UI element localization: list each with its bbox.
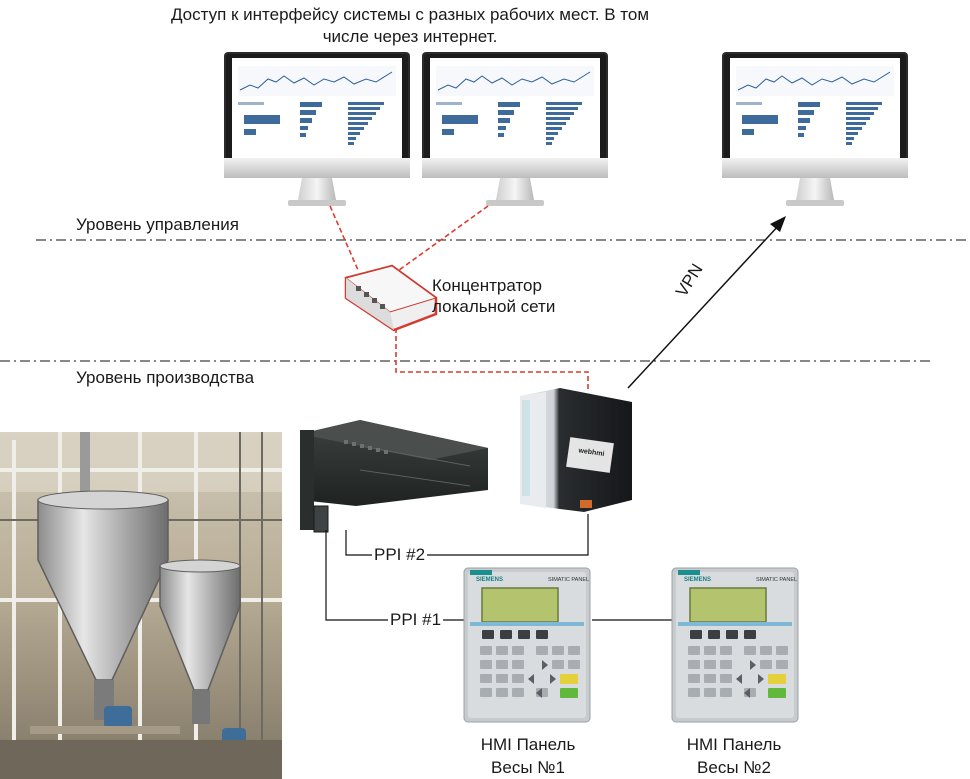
lan-links	[329, 205, 589, 390]
workstation-monitor-3	[721, 51, 909, 207]
gateway-brand-label: webhmi	[577, 447, 605, 458]
hmi-2-caption-line-2: Весы №2	[697, 758, 771, 777]
hub-label-line-2: локальной сети	[432, 297, 556, 316]
panel-2-model: SIMATIC PANEL	[756, 577, 797, 583]
control-level-label: Уровень управления	[76, 215, 239, 234]
panel-2-brand: SIEMENS	[684, 577, 711, 583]
hmi-1-caption-line-2: Весы №1	[491, 758, 565, 777]
webhmi-gateway: webhmi	[520, 388, 632, 512]
ppi-1-label: PPI #1	[388, 610, 444, 630]
workstation-monitor-1	[223, 51, 411, 207]
hmi-panel-2: SIEMENS SIMATIC PANEL	[671, 567, 799, 723]
top-caption-line-2: числе через интернет.	[322, 27, 498, 46]
factory-photo	[0, 432, 282, 779]
hmi-panel-1: SIEMENS SIMATIC PANEL	[463, 567, 591, 723]
hub-label-line-1: Концентратор	[432, 276, 542, 295]
ppi-2-label: PPI #2	[372, 545, 428, 565]
panel-1-brand: SIEMENS	[476, 577, 503, 583]
hmi-1-caption-line-1: HMI Панель	[480, 735, 576, 754]
network-hub	[344, 264, 438, 332]
vpn-arrow	[627, 216, 786, 389]
plc-controller	[300, 420, 488, 533]
workstation-monitor-2	[421, 51, 609, 207]
production-level-label: Уровень производства	[76, 368, 255, 387]
panel-1-model: SIMATIC PANEL	[548, 577, 589, 583]
top-caption-line-1: Доступ к интерфейсу системы с разных раб…	[170, 5, 650, 24]
hmi-1-caption: HMI Панель Весы №1	[448, 733, 608, 779]
hmi-2-caption-line-1: HMI Панель	[686, 735, 782, 754]
hmi-2-caption: HMI Панель Весы №2	[654, 733, 814, 779]
top-caption: Доступ к интерфейсу системы с разных раб…	[150, 4, 670, 48]
hub-label: Концентратор локальной сети	[432, 275, 555, 317]
